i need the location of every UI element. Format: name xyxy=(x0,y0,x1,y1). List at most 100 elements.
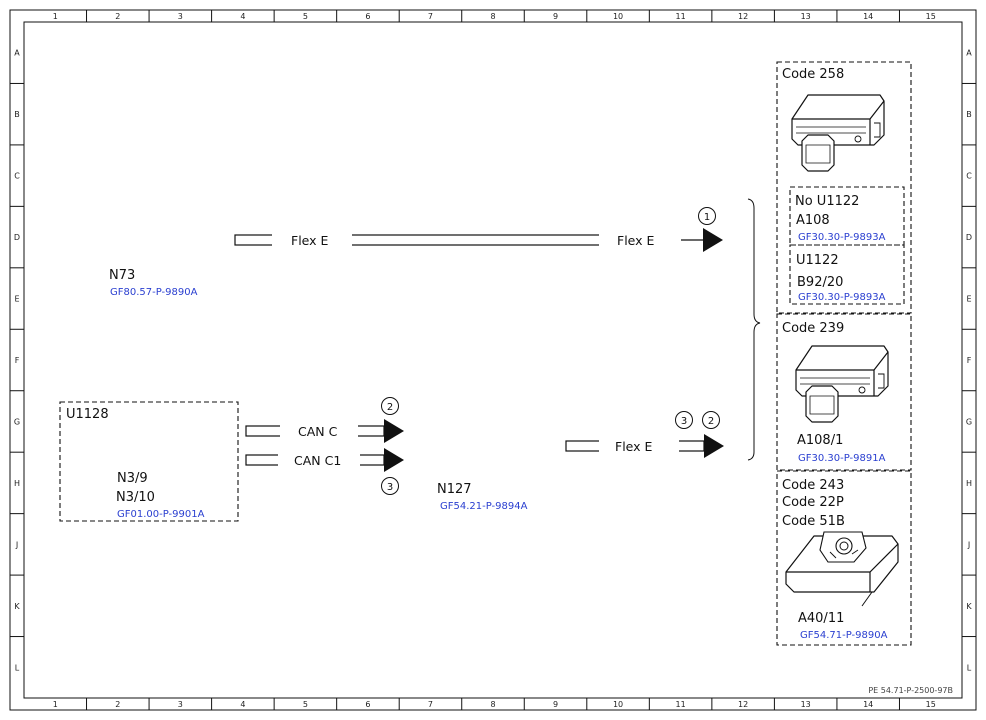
callout-circle-bottom-a xyxy=(675,411,693,429)
column-label-bottom: 14 xyxy=(863,700,873,709)
column-label-bottom: 3 xyxy=(178,700,183,709)
no-u1122-a108-label: A108 xyxy=(796,213,830,228)
column-label-top: 10 xyxy=(613,12,623,21)
can-c1-label: CAN C1 xyxy=(294,453,341,468)
row-label-right: L xyxy=(967,663,972,672)
column-label-top: 13 xyxy=(801,12,811,21)
can-c1-arrowhead xyxy=(384,448,404,472)
flex-e-bottom-arrowhead xyxy=(704,434,724,458)
row-label-left: C xyxy=(14,172,20,181)
n127-doc-reference[interactable]: GF54.21-P-9894A xyxy=(440,501,528,512)
n3-10-label: N3/10 xyxy=(116,490,155,505)
can-c-label-box xyxy=(280,424,358,438)
document-id: PE 54.71-P-2500-97B xyxy=(868,686,953,695)
variant-brace xyxy=(747,198,761,461)
code243-variant-box xyxy=(776,470,912,646)
column-label-bottom: 15 xyxy=(926,700,936,709)
column-label-top: 7 xyxy=(428,12,433,21)
flex-e-top-right-label-box xyxy=(599,233,681,247)
row-label-left: L xyxy=(15,663,20,672)
row-label-right: G xyxy=(966,417,972,426)
column-label-bottom: 7 xyxy=(428,700,433,709)
code258-variant-box xyxy=(776,61,912,314)
row-label-left: F xyxy=(15,356,20,365)
callout-can-c1-number: 3 xyxy=(387,482,393,493)
column-label-bottom: 8 xyxy=(490,700,495,709)
code243-doc-reference[interactable]: GF54.71-P-9890A xyxy=(800,630,888,641)
u1128-doc-reference[interactable]: GF01.00-P-9901A xyxy=(117,509,205,520)
flex-e-top-right-label: Flex E xyxy=(617,233,655,248)
u1122-label: U1122 xyxy=(796,253,839,268)
code258-sensor-icon xyxy=(791,94,885,172)
inner-frame xyxy=(23,21,963,699)
column-label-top: 11 xyxy=(676,12,686,21)
code243-line3: Code 51B xyxy=(782,514,845,529)
column-label-bottom: 13 xyxy=(801,700,811,709)
column-label-bottom: 12 xyxy=(738,700,748,709)
column-label-bottom: 4 xyxy=(240,700,245,709)
column-label-bottom: 10 xyxy=(613,700,623,709)
a108-1-label: A108/1 xyxy=(797,433,843,448)
can-c1-label-box xyxy=(278,453,360,467)
flex-e-bottom-label: Flex E xyxy=(615,439,653,454)
code239-variant-box xyxy=(776,313,912,471)
u1122-subbox xyxy=(789,244,905,305)
column-label-top: 8 xyxy=(490,12,495,21)
row-label-right: C xyxy=(966,172,972,181)
code239-title: Code 239 xyxy=(782,321,844,336)
column-label-bottom: 2 xyxy=(115,700,120,709)
code243-line1: Code 243 xyxy=(782,478,844,493)
callout-circle-can-c xyxy=(381,397,399,415)
column-label-top: 4 xyxy=(240,12,245,21)
u1122-doc-reference[interactable]: GF30.30-P-9893A xyxy=(798,292,886,303)
row-label-left: H xyxy=(14,479,20,488)
row-label-left: D xyxy=(14,233,20,242)
n73-label: N73 xyxy=(109,268,135,283)
column-label-top: 12 xyxy=(738,12,748,21)
n127-ecu-icon xyxy=(416,413,562,459)
code239-doc-reference[interactable]: GF30.30-P-9891A xyxy=(798,453,886,464)
column-label-top: 15 xyxy=(926,12,936,21)
n73-doc-reference[interactable]: GF80.57-P-9890A xyxy=(110,287,198,298)
callout-bottom-a-number: 3 xyxy=(681,416,687,427)
row-label-left: J xyxy=(15,540,18,549)
outer-frame xyxy=(9,9,977,711)
u1128-group-title: U1128 xyxy=(66,407,109,422)
a40-11-label: A40/11 xyxy=(798,611,844,626)
n73-ecu-icon xyxy=(84,212,230,258)
n3-9-label: N3/9 xyxy=(117,471,148,486)
row-label-left: A xyxy=(14,49,20,58)
column-label-top: 6 xyxy=(365,12,370,21)
code239-sensor-icon xyxy=(795,345,889,423)
code243-line2: Code 22P xyxy=(782,495,844,510)
callout-circle-can-c1 xyxy=(381,477,399,495)
row-label-right: B xyxy=(966,110,972,119)
row-label-right: A xyxy=(966,49,972,58)
n127-label: N127 xyxy=(437,482,472,497)
flex-e-top-left-label-box xyxy=(272,233,352,247)
callout-circle-bottom-b xyxy=(702,411,720,429)
row-label-left: B xyxy=(14,110,20,119)
column-label-top: 1 xyxy=(53,12,58,21)
column-label-bottom: 11 xyxy=(676,700,686,709)
column-label-bottom: 6 xyxy=(365,700,370,709)
flex-e-top-arrowhead xyxy=(703,228,723,252)
row-label-right: D xyxy=(966,233,972,242)
row-label-left: G xyxy=(14,417,20,426)
frame-ticks: 1122334455667788991010111112121313141415… xyxy=(10,10,976,710)
column-label-top: 5 xyxy=(303,12,308,21)
row-label-right: E xyxy=(966,295,971,304)
callout-top-number: 1 xyxy=(704,212,710,223)
column-label-top: 14 xyxy=(863,12,873,21)
flex-e-top-left-label: Flex E xyxy=(291,233,329,248)
row-label-left: K xyxy=(14,602,20,611)
callout-can-c-number: 2 xyxy=(387,402,393,413)
a40-11-module-icon xyxy=(785,531,899,607)
code258-title: Code 258 xyxy=(782,67,844,82)
no-u1122-doc-reference[interactable]: GF30.30-P-9893A xyxy=(798,232,886,243)
column-label-bottom: 5 xyxy=(303,700,308,709)
column-label-bottom: 1 xyxy=(53,700,58,709)
u1122-b92-20-label: B92/20 xyxy=(797,275,843,290)
column-label-bottom: 9 xyxy=(553,700,558,709)
row-label-left: E xyxy=(14,295,19,304)
